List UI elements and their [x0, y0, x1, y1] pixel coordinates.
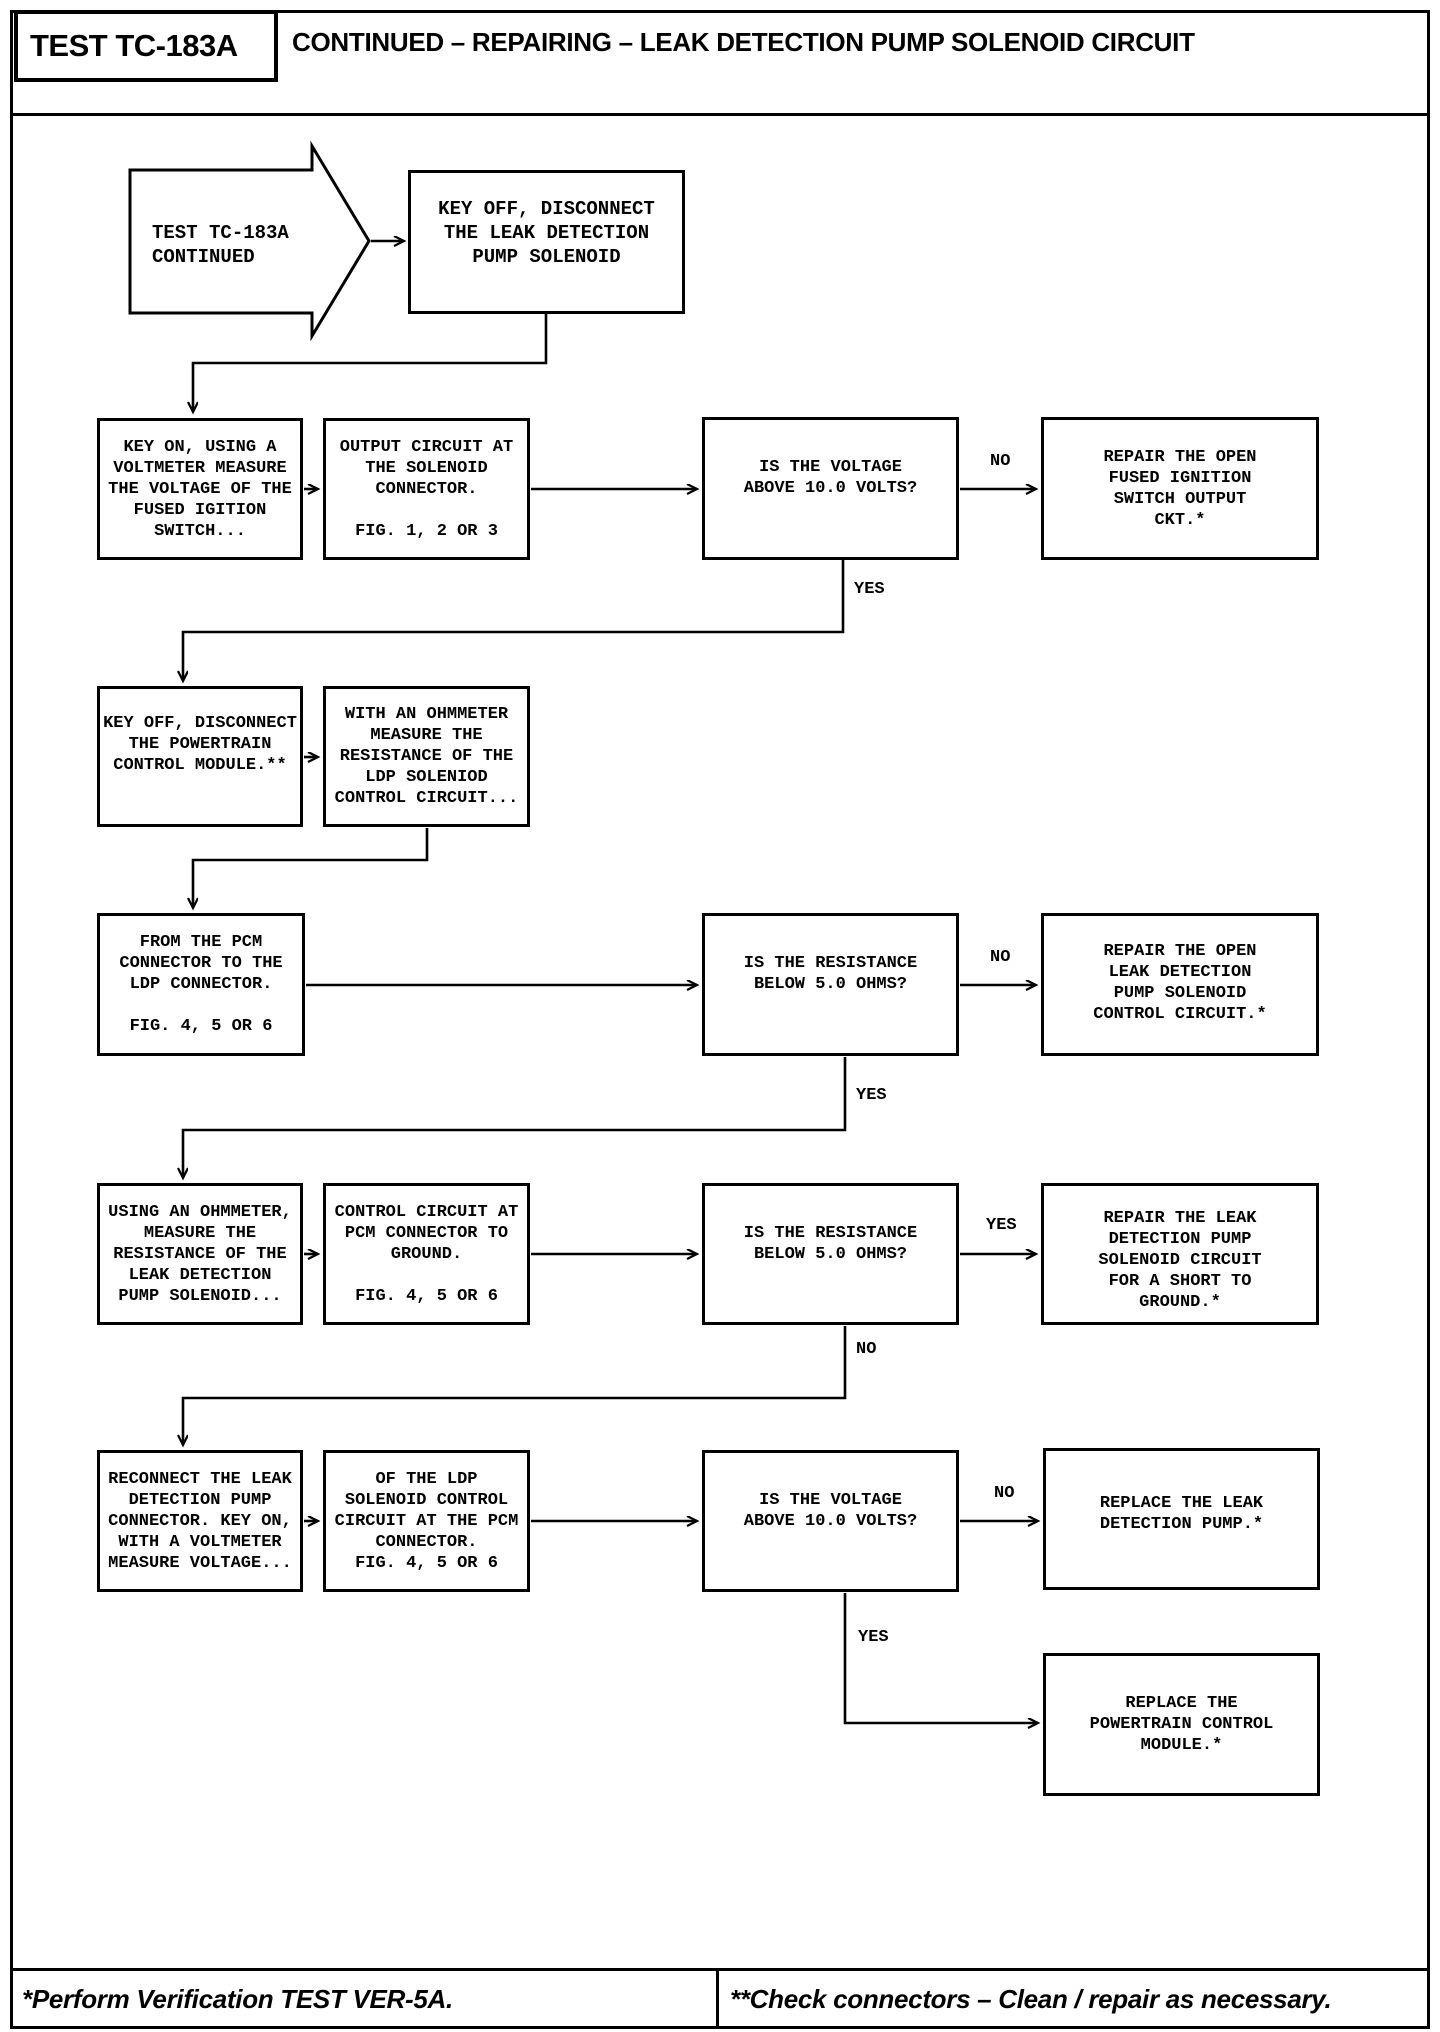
- node-replace-ldp: REPLACE THE LEAK DETECTION PUMP.*: [1043, 1448, 1320, 1590]
- node-repair-open-control-circuit: REPAIR THE OPEN LEAK DETECTION PUMP SOLE…: [1041, 913, 1319, 1056]
- node-voltage-above-10-second: IS THE VOLTAGE ABOVE 10.0 VOLTS?: [702, 1450, 959, 1592]
- header-separator: [10, 113, 1427, 116]
- node-repair-short-to-ground: REPAIR THE LEAK DETECTION PUMP SOLENOID …: [1041, 1183, 1319, 1325]
- connector-voltage2-yes: [843, 1593, 1038, 1723]
- footer-right-note: **Check connectors – Clean / repair as n…: [730, 1984, 1332, 2014]
- test-id-box: TEST TC-183A: [14, 10, 278, 82]
- node-reconnect-ldp: RECONNECT THE LEAK DETECTION PUMP CONNEC…: [97, 1450, 303, 1592]
- label-resistance2-no: NO: [854, 1340, 879, 1360]
- connector-voltage1-yes: [183, 560, 845, 681]
- node-replace-pcm: REPLACE THE POWERTRAIN CONTROL MODULE.*: [1043, 1653, 1320, 1796]
- node-pcm-to-ldp: FROM THE PCM CONNECTOR TO THE LDP CONNEC…: [97, 913, 305, 1056]
- node-output-circuit: OUTPUT CIRCUIT AT THE SOLENOID CONNECTOR…: [323, 418, 530, 560]
- label-resistance1-no: NO: [988, 948, 1013, 968]
- node-disconnect-pcm: KEY OFF, DISCONNECT THE POWERTRAIN CONTR…: [97, 686, 303, 827]
- label-voltage2-no: NO: [992, 1484, 1017, 1504]
- node-repair-ignition-ckt: REPAIR THE OPEN FUSED IGNITION SWITCH OU…: [1041, 417, 1319, 560]
- node-start: TEST TC-183A CONTINUED: [152, 222, 289, 268]
- node-control-circuit-to-ground: CONTROL CIRCUIT AT PCM CONNECTOR TO GROU…: [323, 1183, 530, 1325]
- node-ohmmeter-pump-solenoid: USING AN OHMMETER, MEASURE THE RESISTANC…: [97, 1183, 303, 1325]
- page-title: CONTINUED – REPAIRING – LEAK DETECTION P…: [292, 27, 1195, 57]
- label-voltage1-no: NO: [988, 452, 1013, 472]
- node-resistance-below-5-second: IS THE RESISTANCE BELOW 5.0 OHMS?: [702, 1183, 959, 1325]
- test-id: TEST TC-183A: [30, 28, 238, 63]
- footer-left-note: *Perform Verification TEST VER-5A.: [22, 1984, 453, 2014]
- node-measure-ignition-voltage: KEY ON, USING A VOLTMETER MEASURE THE VO…: [97, 418, 303, 560]
- node-resistance-below-5-first: IS THE RESISTANCE BELOW 5.0 OHMS?: [702, 913, 959, 1056]
- node-ohmmeter-ldp-control: WITH AN OHMMETER MEASURE THE RESISTANCE …: [323, 686, 530, 827]
- label-voltage1-yes: YES: [852, 580, 887, 600]
- connector-disconnect-ldp-to-measure: [193, 314, 548, 412]
- start-arrow-shape: [128, 140, 371, 342]
- connector-resistance2-no: [183, 1326, 847, 1445]
- node-disconnect-ldp: KEY OFF, DISCONNECT THE LEAK DETECTION P…: [408, 170, 685, 314]
- label-resistance1-yes: YES: [854, 1086, 889, 1106]
- label-resistance2-yes: YES: [984, 1216, 1019, 1236]
- page-border: [10, 10, 1430, 2029]
- footer-divider: [716, 1968, 719, 2026]
- connector-ohmmeter-to-pcm-ldp: [193, 828, 429, 908]
- connector-resistance1-yes: [183, 1057, 847, 1178]
- node-voltage-above-10-first: IS THE VOLTAGE ABOVE 10.0 VOLTS?: [702, 417, 959, 560]
- node-ldp-control-at-pcm: OF THE LDP SOLENOID CONTROL CIRCUIT AT T…: [323, 1450, 530, 1592]
- label-voltage2-yes: YES: [856, 1628, 891, 1648]
